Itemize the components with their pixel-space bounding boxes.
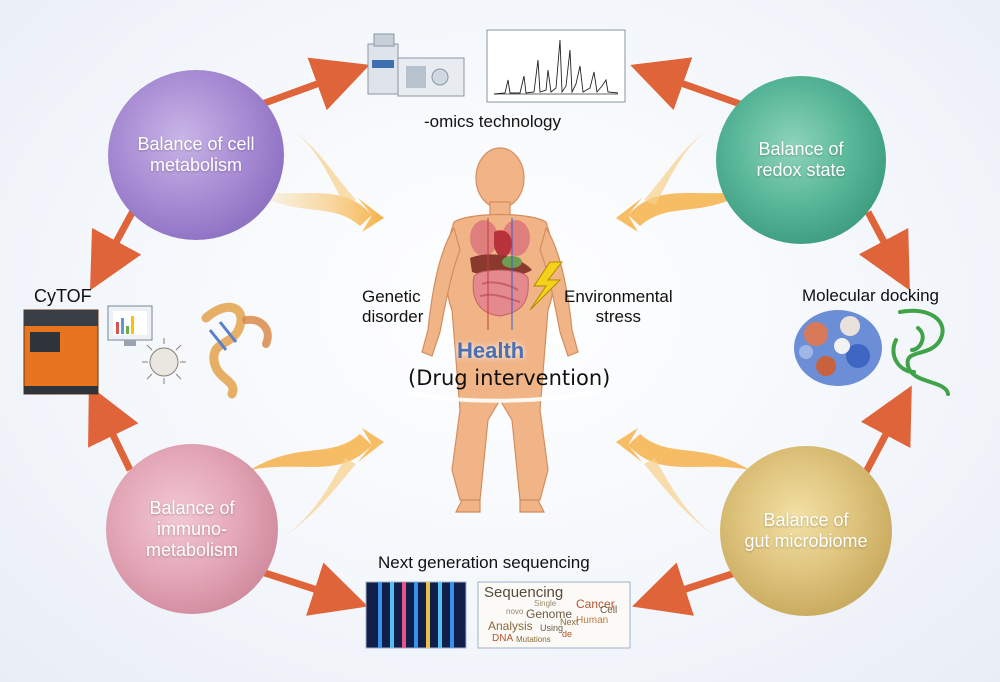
arrow-immuno-to-cytof <box>88 385 139 472</box>
health-label: Health <box>457 338 525 363</box>
computer-monitor-icon <box>107 305 153 346</box>
protein-surface-icon <box>794 310 882 386</box>
genetic-disorder-label: Genetic disorder <box>362 287 424 326</box>
word-single: Single <box>534 599 557 608</box>
omics-technology-label: -omics technology <box>424 112 562 131</box>
word-human: Human <box>576 615 609 626</box>
word-analysis: Analysis <box>488 619 533 633</box>
sphere-cell-metabolism: Balance of cell metabolism <box>108 70 284 240</box>
word-sequencing: Sequencing <box>484 584 564 601</box>
arrow-gut-to-docking <box>860 385 912 474</box>
word-dna: DNA <box>492 633 514 644</box>
word-using: Using <box>540 623 564 633</box>
mass-spectrometer-icon <box>367 33 465 97</box>
arrow-redox-to-omics <box>630 57 742 111</box>
protein-structure-icon <box>201 302 272 399</box>
sphere-gut-microbiome: Balance of gut microbiome <box>720 446 892 616</box>
swoosh-bottom-right-tail <box>644 458 720 540</box>
word-cancer: Cancer <box>576 597 615 611</box>
word-genome: Genome <box>526 607 573 621</box>
lightning-icon <box>529 261 564 311</box>
word-next: Next <box>560 617 579 627</box>
swoosh-top-right-tail <box>644 128 710 205</box>
word-cloud-frame <box>477 581 631 649</box>
sphere-cell-metabolism-label: Balance of cell metabolism <box>137 134 255 175</box>
word-cell: Cell <box>600 605 618 616</box>
arrow-gut-to-ngs <box>632 562 740 616</box>
swoosh-bottom-left <box>250 428 384 470</box>
sphere-gut-microbiome-label: Balance of gut microbiome <box>744 510 868 551</box>
arrow-redox-to-docking <box>858 210 910 291</box>
sphere-redox-state-label: Balance of redox state <box>756 139 846 180</box>
word-novo: novo <box>506 607 524 616</box>
environmental-stress-label: Environmental stress <box>564 287 673 326</box>
sequencing-lanes-image <box>365 581 467 649</box>
sphere-immunometabolism-label: Balance of immuno- metabolism <box>145 497 239 560</box>
ngs-label: Next generation sequencing <box>378 553 590 572</box>
cytof-label: CyTOF <box>34 286 92 306</box>
immune-cell-icon <box>142 338 186 384</box>
sphere-redox-state: Balance of redox state <box>716 76 886 244</box>
protein-ribbon-icon <box>891 308 950 396</box>
arrow-immuno-to-ngs <box>260 562 368 616</box>
sphere-immunometabolism: Balance of immuno- metabolism <box>106 444 278 614</box>
chromatogram-icon <box>486 29 626 103</box>
word-de: de <box>562 629 573 639</box>
arrow-metabolism-to-omics <box>260 57 370 111</box>
word-mutations: Mutations <box>516 635 551 644</box>
cytof-instrument-icon <box>23 309 99 395</box>
swoosh-top-left-tail <box>290 128 356 205</box>
word-cloud: Sequencing Cancer Genome Analysis Human … <box>480 583 630 647</box>
swoosh-bottom-left-tail <box>280 458 356 540</box>
molecular-docking-label: Molecular docking <box>802 286 940 305</box>
swoosh-bottom-right <box>616 428 750 470</box>
drug-intervention-label: (Drug intervention) <box>408 366 611 390</box>
